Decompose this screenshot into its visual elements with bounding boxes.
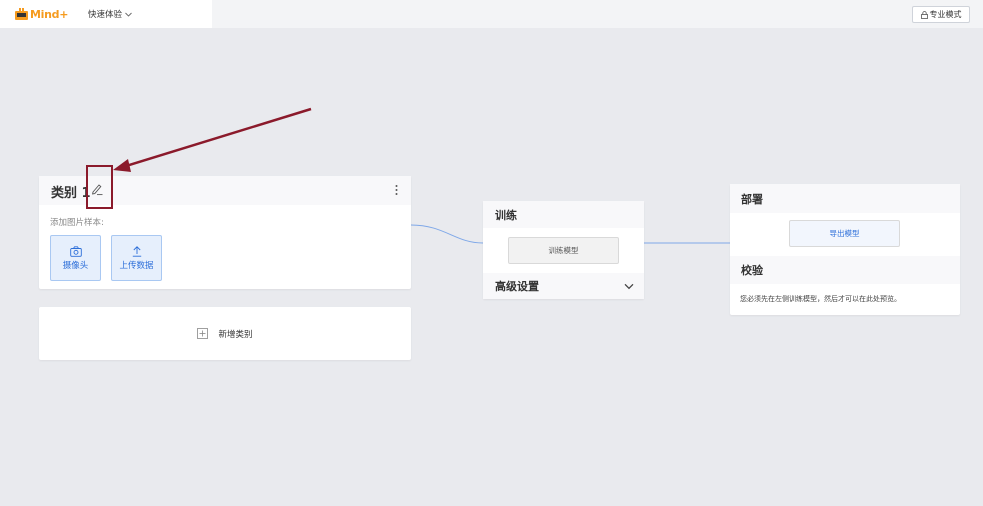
train-card: 训练 训练模型 高级设置 (483, 201, 644, 299)
connector-class-to-train (410, 224, 484, 244)
deploy-card: 部署 导出模型 校验 您必须先在左侧训练模型，然后才可以在此处预览。 (730, 184, 960, 315)
chevron-down-icon (624, 283, 634, 289)
chevron-down-icon (125, 12, 132, 17)
pro-mode-label: 专业模式 (929, 10, 962, 19)
top-bar-right-area (212, 0, 983, 28)
plus-square-icon (197, 328, 209, 339)
app-logo[interactable]: Mind+ (14, 6, 68, 22)
advanced-settings-label: 高级设置 (495, 280, 539, 293)
annotation-arrow-line (125, 107, 312, 168)
advanced-settings-toggle[interactable]: 高级设置 (483, 273, 644, 299)
deploy-title: 部署 (730, 184, 960, 213)
pencil-edit-icon[interactable] (91, 182, 103, 196)
class-card-header: 类别 1 (39, 176, 411, 205)
logo-text: Mind+ (30, 7, 69, 21)
pro-mode-button[interactable]: 专业模式 (912, 6, 970, 23)
export-model-button[interactable]: 导出模型 (789, 220, 900, 247)
add-sample-label: 添加图片样本: (50, 218, 104, 228)
train-model-button[interactable]: 训练模型 (508, 237, 619, 264)
class-title: 类别 1 (51, 186, 91, 201)
annotation-arrowhead (113, 159, 131, 172)
add-class-button[interactable]: 新增类别 (39, 307, 411, 360)
add-class-label: 新增类别 (218, 329, 253, 340)
logo-icon (15, 8, 28, 20)
verify-hint-text: 您必须先在左侧训练模型，然后才可以在此处预览。 (740, 295, 901, 303)
upload-data-button[interactable]: 上传数据 (111, 235, 162, 281)
camera-label: 摄像头 (62, 260, 89, 271)
train-title: 训练 (483, 201, 644, 228)
class-card: 类别 1 添加图片样本: 摄像头 上传数据 (39, 176, 411, 289)
quick-experience-menu[interactable]: 快速体验 (88, 8, 132, 20)
verify-title: 校验 (730, 256, 960, 284)
quick-menu-label: 快速体验 (88, 10, 123, 20)
lock-icon (920, 10, 928, 19)
more-options-icon[interactable] (395, 184, 398, 196)
upload-icon (132, 245, 141, 257)
camera-button[interactable]: 摄像头 (50, 235, 101, 281)
camera-icon (69, 245, 82, 257)
upload-label: 上传数据 (119, 260, 154, 271)
top-bar: Mind+ 快速体验 专业模式 (0, 0, 983, 28)
